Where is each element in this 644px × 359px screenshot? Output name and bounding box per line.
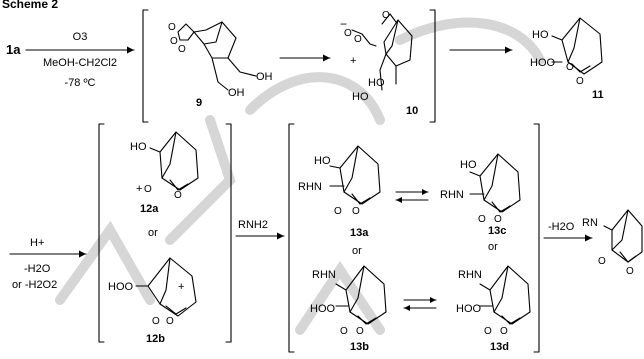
group-hoo: HOO — [530, 57, 556, 69]
charge: − — [340, 17, 347, 31]
compound-11: HO HOO O O 11 — [530, 17, 604, 101]
compound-label-11: 11 — [592, 89, 604, 101]
compound-12b: HOO + O O 12b — [108, 257, 197, 345]
arrow-head — [277, 232, 284, 240]
ring-o: O — [500, 326, 508, 337]
peroxy-o: O — [354, 34, 362, 45]
acid-loss-peroxide: or -H2O2 — [12, 279, 57, 291]
group-ho: HO — [130, 141, 147, 153]
compound-12a: HO + O O 12a — [130, 131, 199, 215]
watermark — [55, 17, 545, 335]
compound-13d: RHN HOO O O 13d — [456, 265, 531, 353]
ring-o: O — [168, 22, 176, 33]
ring-o: O — [494, 214, 502, 225]
compound-10: − O O + O HO HO 10 — [340, 10, 418, 117]
compound-13a: HO RHN O O 13a — [298, 145, 381, 239]
group-hoo: HOO — [310, 303, 336, 315]
solvent: MeOH-CH2Cl2 — [43, 57, 117, 69]
group-ho: HO — [352, 91, 369, 103]
ring-o: O — [566, 62, 574, 73]
group-rhn: RHN — [312, 269, 336, 281]
arrow-head — [505, 46, 512, 54]
amine-reagent: RNH2 — [238, 219, 268, 231]
compound-9: O O O OH OH 9 — [168, 21, 273, 109]
ring-o: O — [144, 184, 152, 195]
arrow-head — [79, 250, 86, 258]
bracket-left — [142, 9, 149, 123]
scheme-title: Scheme 2 — [2, 0, 58, 11]
charge: + — [178, 281, 184, 293]
compound-label-13c: 13c — [488, 225, 506, 237]
ring-o: O — [166, 316, 174, 327]
compound-label-13a: 13a — [350, 227, 369, 239]
group-rhn: RHN — [458, 269, 482, 281]
bracket-right — [225, 123, 232, 343]
compound-label-9: 9 — [196, 97, 202, 109]
group-ho: HO — [314, 155, 331, 167]
ring-o: O — [478, 214, 486, 225]
acid-reagent: H+ — [30, 237, 44, 249]
ring-o: O — [152, 316, 160, 327]
bracket-right — [429, 9, 436, 123]
compound-label-13b: 13b — [350, 341, 369, 353]
equilibrium-arrows — [395, 189, 429, 203]
compound-label-12b: 12b — [146, 333, 165, 345]
ring-o: O — [340, 326, 348, 337]
group-hoo: HOO — [456, 303, 482, 315]
compound-label-12a: 12a — [140, 203, 159, 215]
product: RN O O — [582, 209, 643, 277]
group-ho: HO — [460, 159, 477, 171]
bracket-right — [533, 123, 540, 353]
acid-loss-water: -H2O — [24, 263, 51, 275]
ring-o: O — [170, 36, 178, 47]
ring-o: O — [576, 76, 584, 87]
ring-o: O — [484, 326, 492, 337]
group-oh: OH — [228, 87, 245, 99]
ring-o: O — [352, 206, 360, 217]
start-label: 1a — [6, 42, 21, 57]
aldehyde-o: O — [382, 10, 390, 21]
group-hoo: HOO — [108, 281, 134, 293]
arrow-head — [585, 234, 592, 242]
group-rn: RN — [582, 217, 598, 229]
reagent-o3: O3 — [73, 31, 88, 43]
peroxy-o: O — [344, 28, 352, 39]
compound-13c: HO RHN O O 13c — [440, 153, 521, 237]
ring-o: O — [334, 206, 342, 217]
equilibrium-arrows — [403, 297, 437, 311]
final-loss: -H2O — [548, 221, 575, 233]
group-ho: HO — [532, 29, 549, 41]
group-ho: HO — [368, 77, 385, 89]
group-oh: OH — [256, 71, 273, 83]
compound-label-13d: 13d — [490, 341, 509, 353]
or-text: or — [488, 241, 498, 253]
group-rhn: RHN — [440, 189, 464, 201]
bracket-left — [288, 123, 295, 353]
charge: + — [350, 55, 356, 67]
arrow-head — [323, 54, 330, 62]
or-text: or — [352, 245, 362, 257]
ring-o: O — [626, 266, 634, 277]
group-rhn: RHN — [298, 181, 322, 193]
bracket-left — [98, 123, 105, 343]
ring-o: O — [174, 190, 182, 201]
charge: + — [136, 183, 142, 195]
compound-13b: RHN HOO O O 13b — [310, 265, 387, 353]
ring-o: O — [178, 44, 186, 55]
compound-label-10: 10 — [406, 105, 418, 117]
temperature: -78 ºC — [65, 77, 96, 89]
ring-o: O — [356, 326, 364, 337]
ring-o: O — [598, 256, 606, 267]
arrow-head — [127, 46, 134, 54]
or-text: or — [148, 227, 158, 239]
